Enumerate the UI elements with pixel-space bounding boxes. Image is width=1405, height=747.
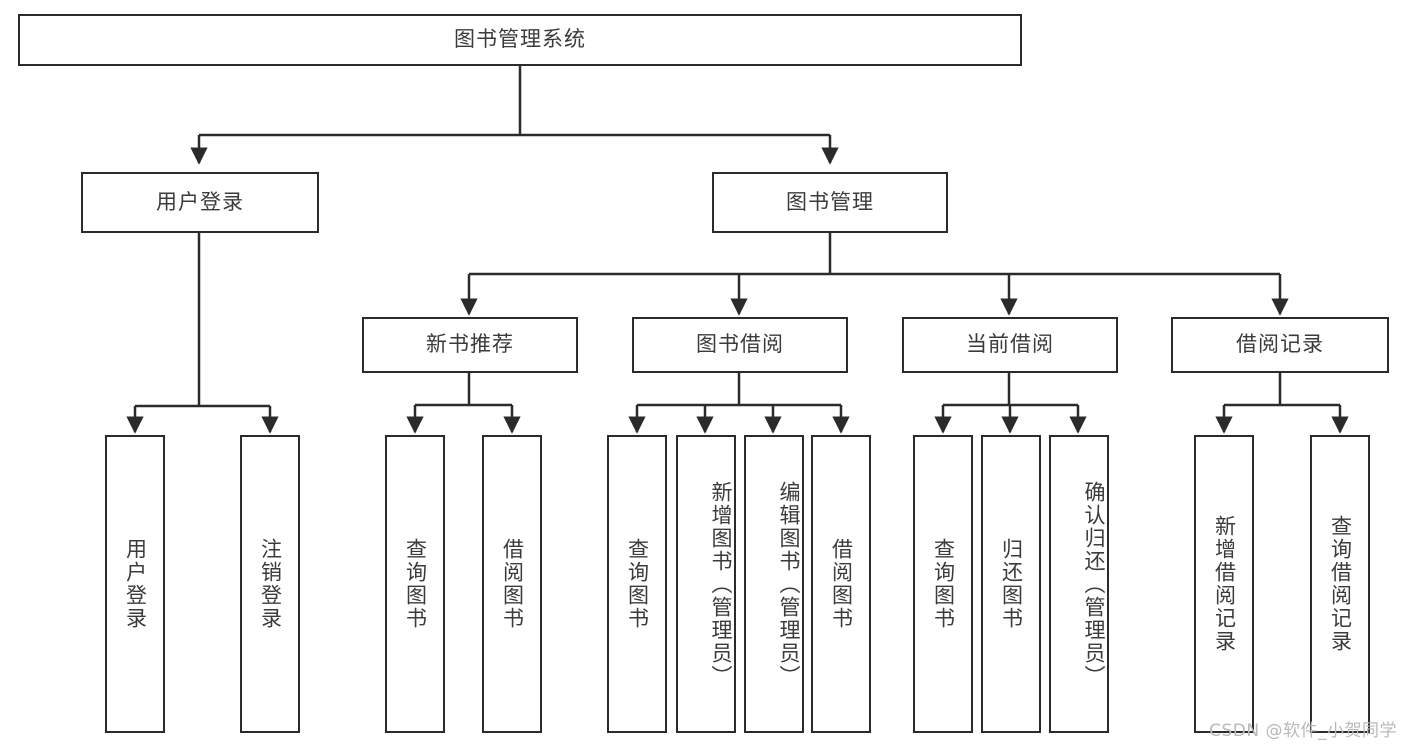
node-leaf-query-book-current[interactable]: 查询图书: [913, 435, 973, 733]
node-label: 编辑图书（管理员）: [777, 480, 801, 688]
node-leaf-query-book-recommend[interactable]: 查询图书: [385, 435, 445, 733]
node-borrow-record[interactable]: 借阅记录: [1171, 317, 1389, 373]
node-current-borrow[interactable]: 当前借阅: [902, 317, 1118, 373]
node-leaf-edit-book-admin[interactable]: 编辑图书（管理员）: [744, 435, 804, 733]
node-user-login[interactable]: 用户登录: [81, 172, 319, 233]
node-leaf-user-login[interactable]: 用户登录: [105, 435, 165, 733]
node-leaf-query-book-borrow[interactable]: 查询图书: [607, 435, 667, 733]
node-leaf-add-book-admin[interactable]: 新增图书（管理员）: [676, 435, 736, 733]
node-label: 确认归还（管理员）: [1082, 480, 1106, 688]
node-leaf-borrow-book[interactable]: 借阅图书: [811, 435, 871, 733]
node-label: 当前借阅: [966, 332, 1054, 357]
node-label: 图书管理: [786, 189, 874, 214]
node-leaf-borrow-book-recommend[interactable]: 借阅图书: [482, 435, 542, 733]
node-label: 新书推荐: [426, 332, 514, 357]
node-leaf-logout[interactable]: 注销登录: [240, 435, 300, 733]
node-label: 用户登录: [156, 189, 244, 214]
node-label: 图书借阅: [696, 332, 784, 357]
node-leaf-return-book[interactable]: 归还图书: [981, 435, 1041, 733]
node-label: 查询图书: [625, 538, 650, 630]
node-leaf-add-borrow-record[interactable]: 新增借阅记录: [1194, 435, 1254, 733]
node-label: 借阅记录: [1236, 332, 1324, 357]
node-leaf-query-borrow-record[interactable]: 查询借阅记录: [1310, 435, 1370, 733]
node-label: 查询图书: [403, 538, 428, 630]
node-label: 查询借阅记录: [1328, 515, 1353, 653]
node-label: 借阅图书: [500, 538, 525, 630]
node-label: 查询图书: [931, 538, 956, 630]
node-label: 新增借阅记录: [1212, 515, 1237, 653]
node-label: 新增图书（管理员）: [709, 480, 733, 688]
node-new-book-recommend[interactable]: 新书推荐: [362, 317, 578, 373]
node-root-book-management-system[interactable]: 图书管理系统: [18, 14, 1022, 66]
node-label: 注销登录: [258, 538, 283, 630]
node-book-borrow[interactable]: 图书借阅: [632, 317, 848, 373]
node-label: 用户登录: [123, 538, 148, 630]
node-label: 图书管理系统: [454, 27, 586, 52]
node-label: 归还图书: [999, 538, 1024, 630]
node-book-management[interactable]: 图书管理: [712, 172, 948, 233]
node-label: 借阅图书: [829, 538, 854, 630]
node-leaf-confirm-return-admin[interactable]: 确认归还（管理员）: [1049, 435, 1109, 733]
